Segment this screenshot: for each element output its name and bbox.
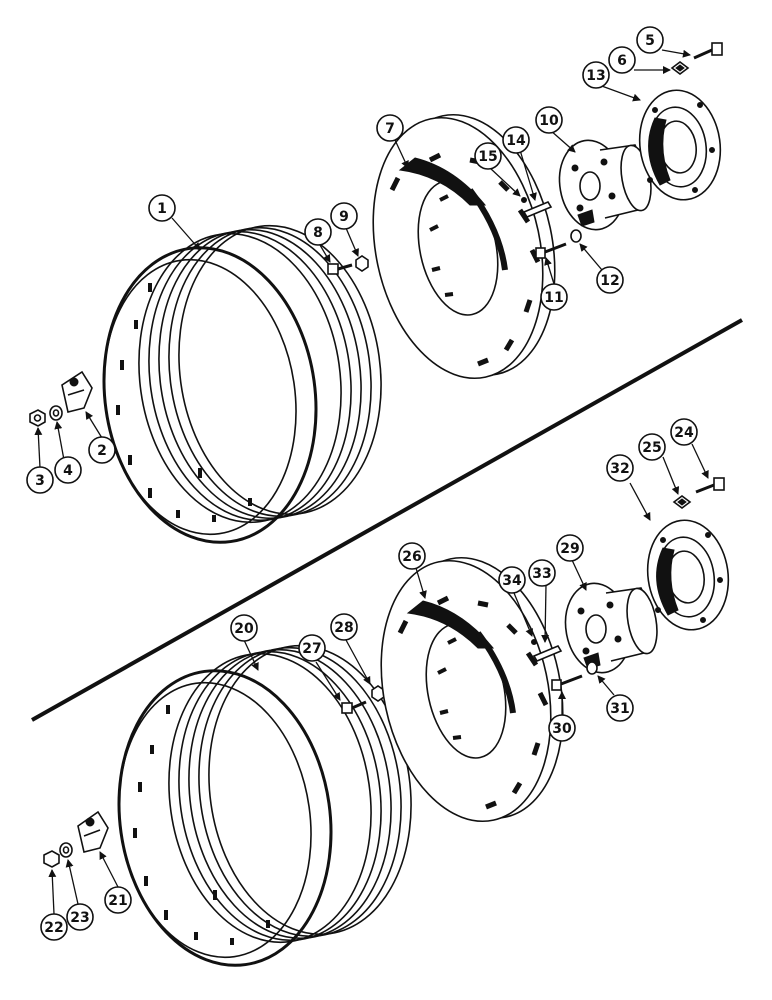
callout-4: 4 [54,456,82,484]
nut-22 [43,850,60,868]
callout-34: 34 [498,566,526,594]
svg-text:29: 29 [560,541,579,557]
callout-31: 31 [606,694,634,722]
callout-24: 24 [670,418,698,446]
bolt-5 [693,42,723,60]
svg-text:24: 24 [674,425,694,441]
callout-21: 21 [104,886,132,914]
svg-text:15: 15 [478,149,497,165]
svg-text:21: 21 [108,893,127,909]
key-33 [532,644,563,663]
callout-26: 26 [398,542,426,570]
callout-29: 29 [556,534,584,562]
svg-text:27: 27 [302,641,321,657]
wheel-weight-upper [372,113,556,380]
callout-27: 27 [298,634,326,662]
svg-text:20: 20 [234,621,254,637]
bolt-11 [535,242,567,259]
washer-4 [49,405,63,421]
washer-23 [59,842,73,858]
svg-text:22: 22 [44,920,63,936]
leader-lines [34,49,709,915]
svg-text:1: 1 [157,201,167,217]
svg-text:6: 6 [617,53,627,69]
svg-text:34: 34 [502,573,522,589]
ball-15 [521,197,527,203]
callout-13: 13 [582,61,610,89]
hub-cover-upper [638,89,722,201]
svg-text:10: 10 [539,113,559,129]
callout-7: 7 [376,114,404,142]
svg-text:2: 2 [97,443,107,459]
bolt-30 [551,674,583,691]
callout-5: 5 [636,26,664,54]
callout-1: 1 [148,194,176,222]
bolt-8 [327,263,353,275]
callout-25: 25 [638,433,666,461]
callout-10: 10 [535,106,563,134]
callout-20: 20 [230,614,258,642]
hub-cover-lower [646,519,730,631]
divider-line [31,318,743,722]
svg-text:11: 11 [544,290,563,306]
svg-text:4: 4 [63,463,73,479]
svg-text:33: 33 [532,566,551,582]
square-nut-6 [670,61,690,75]
rim-upper [102,224,382,544]
callout-2: 2 [88,436,116,464]
hub-clamp-lower [564,582,658,674]
callout-30: 30 [548,714,576,742]
square-nut-25 [672,495,692,509]
nut-3 [29,409,46,427]
washer-31 [586,661,598,675]
svg-text:30: 30 [552,721,572,737]
svg-text:8: 8 [313,225,323,241]
svg-text:25: 25 [642,440,661,456]
ball-34 [531,639,537,645]
svg-text:7: 7 [385,121,395,137]
svg-text:9: 9 [339,209,349,225]
svg-text:26: 26 [402,549,421,565]
callout-3: 3 [26,466,54,494]
callout-8: 8 [304,218,332,246]
callout-33: 33 [528,559,556,587]
callout-23: 23 [66,903,94,931]
wheel-weight-lower [380,556,564,823]
svg-text:3: 3 [35,473,45,489]
washer-12 [570,229,582,243]
nut-9 [355,255,369,272]
callout-22: 22 [40,913,68,941]
svg-text:31: 31 [610,701,629,717]
callout-15: 15 [474,142,502,170]
bolt-27 [341,700,367,714]
clamp-lower [77,810,109,853]
callout-11: 11 [540,283,568,311]
callout-14: 14 [502,126,530,154]
clamp-upper [61,370,93,413]
svg-text:14: 14 [506,133,526,149]
callout-6: 6 [608,46,636,74]
callout-12: 12 [596,266,624,294]
rim-lower [117,644,412,967]
key-14 [522,200,553,219]
svg-text:12: 12 [600,273,619,289]
hub-clamp-upper [558,139,652,231]
svg-text:13: 13 [586,68,605,84]
callout-28: 28 [330,613,358,641]
svg-text:5: 5 [645,33,655,49]
svg-text:32: 32 [610,461,629,477]
bolt-24 [695,477,725,494]
svg-text:23: 23 [70,910,89,926]
callout-9: 9 [330,202,358,230]
svg-text:28: 28 [334,620,353,636]
callout-32: 32 [606,454,634,482]
